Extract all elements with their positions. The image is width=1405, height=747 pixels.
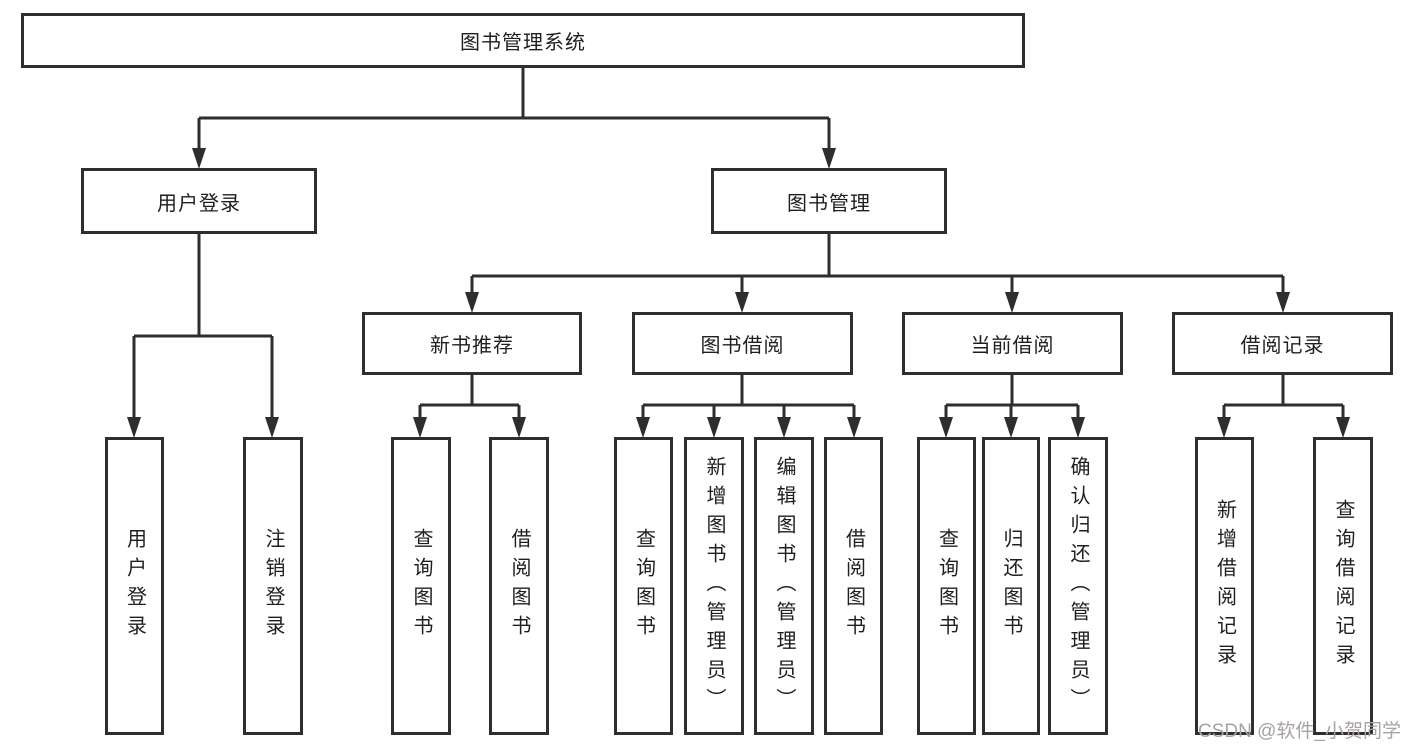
node-label: 注销登录 [262, 528, 284, 644]
leaf-edit-book-admin: 编辑图书（管理员） [754, 437, 814, 735]
node-label: 查询图书 [632, 528, 655, 644]
leaf-query-books-borrow: 查询图书 [614, 437, 673, 735]
node-current-borrow: 当前借阅 [902, 312, 1123, 375]
node-label: 借阅图书 [508, 528, 530, 644]
leaf-query-borrow-record: 查询借阅记录 [1313, 437, 1373, 735]
leaf-logout: 注销登录 [243, 437, 303, 735]
node-user-login: 用户登录 [81, 168, 317, 234]
node-label: 用户登录 [123, 528, 146, 644]
leaf-borrow-books-recommend: 借阅图书 [489, 437, 549, 735]
csdn-watermark: CSDN @软件_小贺同学 [1198, 721, 1401, 742]
node-borrow-records: 借阅记录 [1172, 312, 1393, 375]
node-label: 图书管理系统 [460, 32, 586, 54]
leaf-add-borrow-record: 新增借阅记录 [1195, 437, 1254, 735]
leaf-borrow-books: 借阅图书 [824, 437, 883, 735]
node-label: 新增借阅记录 [1213, 499, 1236, 673]
node-library-management-system: 图书管理系统 [21, 13, 1025, 68]
node-label: 编辑图书（管理员） [773, 455, 795, 717]
node-label: 查询图书 [935, 528, 958, 644]
node-label: 借阅记录 [1240, 335, 1325, 357]
leaf-return-books: 归还图书 [982, 437, 1040, 735]
node-label: 新增图书（管理员） [703, 455, 725, 717]
node-label: 用户登录 [157, 192, 241, 215]
leaf-confirm-return-admin: 确认归还（管理员） [1048, 437, 1108, 735]
node-label: 归还图书 [1000, 528, 1022, 644]
node-label: 新书推荐 [430, 335, 514, 357]
node-new-book-recommend: 新书推荐 [362, 312, 582, 375]
node-label: 图书借阅 [700, 335, 785, 357]
node-label: 查询借阅记录 [1332, 499, 1354, 673]
node-book-borrow: 图书借阅 [632, 312, 853, 375]
node-label: 查询图书 [410, 528, 432, 644]
leaf-query-books-recommend: 查询图书 [391, 437, 451, 735]
leaf-user-login: 用户登录 [105, 437, 164, 735]
leaf-query-books-current: 查询图书 [917, 437, 976, 735]
node-label: 借阅图书 [842, 528, 865, 644]
node-label: 当前借阅 [970, 335, 1055, 357]
leaf-add-book-admin: 新增图书（管理员） [684, 437, 744, 735]
node-label: 图书管理 [787, 192, 871, 215]
node-book-management: 图书管理 [711, 168, 947, 234]
node-label: 确认归还（管理员） [1067, 455, 1089, 717]
